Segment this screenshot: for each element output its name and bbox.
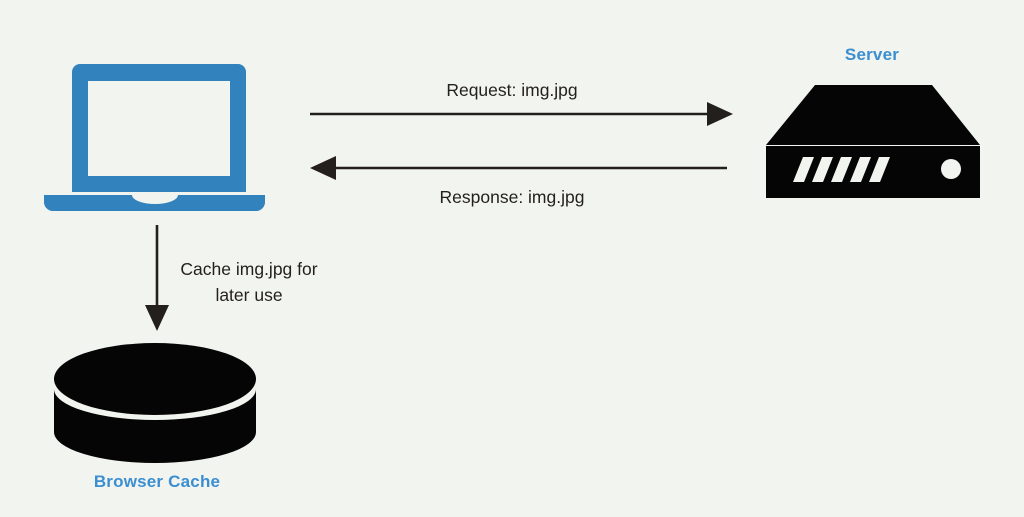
arrow-right-icon	[310, 102, 733, 126]
cache-edge-label-line1: Cache img.jpg for	[180, 259, 318, 279]
response-edge-label: Response: img.jpg	[439, 187, 585, 207]
laptop-screen-glass	[88, 81, 230, 176]
server-status-light	[941, 159, 961, 179]
request-edge-label: Request: img.jpg	[446, 80, 578, 100]
server-icon	[766, 85, 980, 198]
laptop-icon	[44, 64, 265, 211]
server-vent-slashes	[793, 157, 890, 182]
database-icon	[54, 343, 256, 463]
cache-edge-label: Cache img.jpg for later use	[138, 256, 360, 308]
cache-edge-label-line2: later use	[215, 285, 283, 305]
database-body	[54, 389, 256, 463]
response-arrow-head	[310, 156, 336, 180]
request-arrow-head	[707, 102, 733, 126]
server-top-trapezoid	[766, 85, 980, 145]
cache-arrow-head	[145, 305, 169, 331]
arrow-left-icon	[310, 156, 727, 180]
database-top-disc	[54, 343, 256, 415]
browser-cache-node-label: Browser Cache	[93, 472, 221, 491]
server-node-label: Server	[844, 45, 900, 64]
laptop-base-notch	[132, 195, 178, 204]
arrow-down-icon	[145, 225, 169, 331]
